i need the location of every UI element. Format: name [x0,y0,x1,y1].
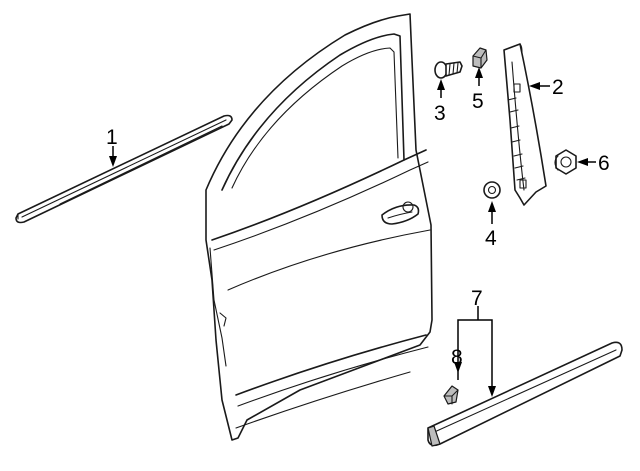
callout-6: 6 [598,152,610,175]
part-8-molding-clip [443,385,459,405]
callout-2: 2 [552,76,564,99]
leader-lines [109,67,596,397]
callout-1: 1 [106,126,118,149]
part-3-screw [434,61,463,79]
part-5-clip [472,47,488,69]
part-7-lower-molding [427,341,623,447]
part-2-applique [503,43,547,206]
callout-4: 4 [485,227,497,250]
callout-3: 3 [434,102,446,125]
callout-labels: 1 2 3 4 5 6 7 8 [106,76,610,369]
callout-8: 8 [451,346,463,369]
part-1-belt-molding [15,114,233,224]
front-door-shell [205,13,433,441]
part-4-nut [483,181,501,199]
callout-7: 7 [471,287,483,310]
callout-5: 5 [472,90,484,113]
part-6-hex-nut [554,149,577,175]
